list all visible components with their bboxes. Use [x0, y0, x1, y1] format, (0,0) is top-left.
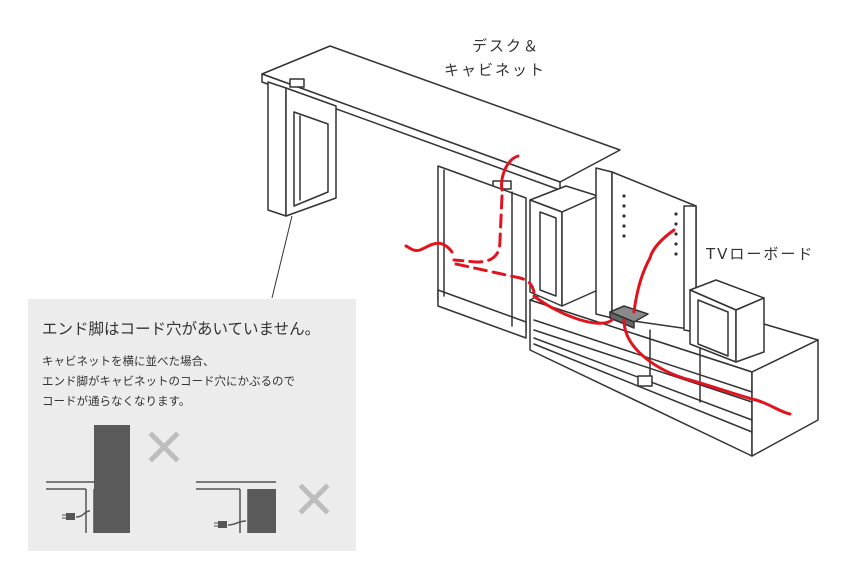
tv-board-cabinet [529, 185, 599, 307]
note-panel: エンド脚はコード穴があいていません。 キャビネットを横に並べた場合、 エンド脚が… [28, 299, 356, 551]
note-title: エンド脚はコード穴があいていません。 [42, 320, 321, 338]
tv-back-panel [595, 167, 697, 333]
desk-end-leg [267, 81, 337, 217]
note-diagrams [46, 425, 330, 533]
desk-cabinet [437, 165, 527, 339]
label-tv-board: TVローボード [706, 245, 815, 263]
label-desk-cabinet-line1: デスク＆ [472, 37, 541, 55]
label-desk-cabinet-line2: キャビネット [444, 61, 547, 79]
cross-mark-icon [298, 483, 330, 515]
cord-hole [637, 375, 653, 387]
tv-right-unit [689, 279, 765, 363]
note-line: エンド脚がキャビネットのコード穴にかぶるので [42, 374, 295, 388]
note-line: コードが通らなくなります。 [42, 394, 191, 408]
plug-icon [62, 513, 75, 520]
cord-hole [289, 78, 305, 88]
desk-top [261, 45, 621, 191]
adjustment-holes [622, 194, 678, 256]
note-line: キャビネットを横に並べた場合、 [42, 354, 215, 368]
cable-route [404, 154, 792, 416]
leader-line [271, 215, 293, 299]
example-cabinet-blocking [196, 481, 276, 533]
plug-icon [214, 521, 227, 528]
cross-mark-icon [148, 431, 180, 463]
example-leg-blocking [46, 425, 130, 533]
power-strip [609, 305, 649, 329]
